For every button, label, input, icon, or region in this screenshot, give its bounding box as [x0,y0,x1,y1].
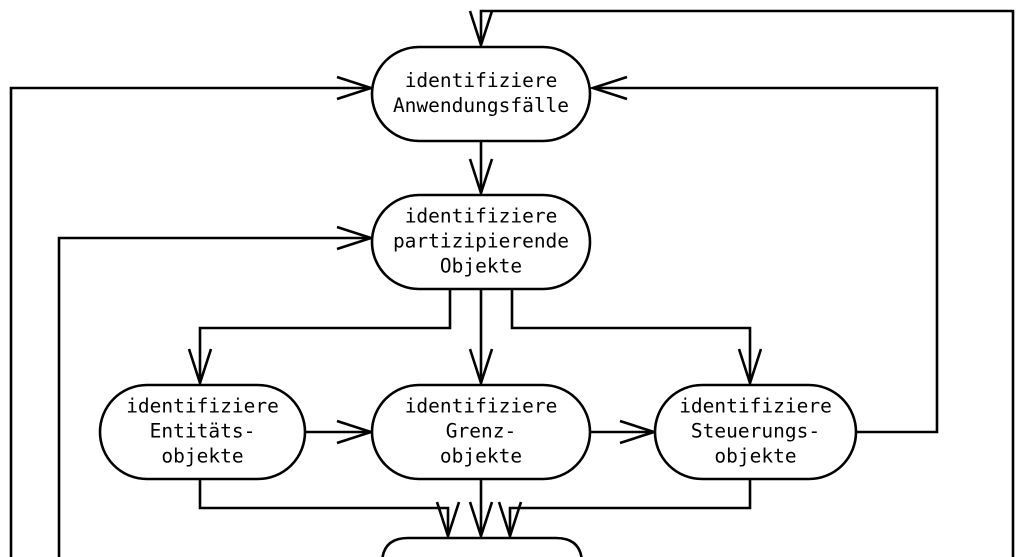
identifiziere-grenzobjekte-label-line-3: objekte [440,445,522,468]
identifiziere-steuerungsobjekte-label-line-2: Steuerungs- [691,420,820,443]
identifiziere-anwendungsfaelle-shape [370,45,592,143]
edge-offscreen-right-to-anwendungsfaelle-top [468,9,1015,557]
identifiziere-partizipierende-objekte-label-line-2: partizipierende [393,230,569,253]
identifiziere-partizipierende-objekte-label-line-1: identifiziere [405,205,558,228]
identifiziere-anwendungsfaelle-label-line-2: Anwendungsfälle [393,94,569,117]
edge-entitaetsobjekte-to-bottom-line [198,479,450,535]
edge-offscreen-right-to-anwendungsfaelle-top-arrowhead [468,10,494,50]
edge-offscreen-left-outer-to-anwendungsfaelle [9,75,376,557]
edge-steuerungsobjekte-feedback-to-anwendungsfaelle-line [594,86,939,434]
identifiziere-grenzobjekte-label-line-1: identifiziere [405,395,558,418]
identifiziere-steuerungsobjekte-label-line-3: objekte [714,445,796,468]
edge-grenzobjekte-to-steuerungsobjekte [590,419,659,445]
edge-entitaetsobjekte-to-bottom [198,479,461,541]
edge-steuerungsobjekte-feedback-to-anwendungsfaelle-arrowhead [588,75,628,101]
edge-anwendungsfaelle-to-partizipierende-arrowhead [468,158,494,198]
edge-partizipierende-to-entitaetsobjekte-arrowhead [187,348,213,388]
identifiziere-entitaetsobjekte-label-line-2: Entitäts- [150,420,256,443]
edge-offscreen-left-outer-to-anwendungsfaelle-line [9,86,370,557]
edge-anwendungsfaelle-to-partizipierende [468,141,494,198]
identifiziere-steuerungsobjekte-label-line-1: identifiziere [679,395,832,418]
edge-partizipierende-to-entitaetsobjekte-line [198,289,452,382]
identifiziere-steuerungsobjekte-shape [653,383,858,481]
identifiziere-partizipierende-objekte-shape [370,193,592,291]
edge-entitaetsobjekte-to-bottom-arrowhead [435,501,461,541]
identifiziere-partizipierende-objekte-label-line-3: Objekte [440,255,522,278]
identifiziere-grenzobjekte-shape [370,383,592,481]
edges-layer [9,9,1015,557]
bottom-node-cropped-shape [381,536,583,557]
identifiziere-grenzobjekte-label-line-2: Grenz- [446,420,516,443]
edge-grenzobjekte-to-bottom [468,479,494,541]
edge-steuerungsobjekte-feedback-to-anwendungsfaelle [588,75,939,434]
edge-partizipierende-to-entitaetsobjekte [187,289,452,388]
identifiziere-entitaetsobjekte-label-line-1: identifiziere [126,395,279,418]
edge-steuerungsobjekte-to-bottom [497,479,752,541]
edge-partizipierende-to-steuerungsobjekte-line [510,289,752,382]
edge-partizipierende-to-steuerungsobjekte [510,289,763,388]
edge-offscreen-right-to-anwendungsfaelle-top-line [479,9,1015,557]
edge-entitaetsobjekte-to-grenzobjekte [305,419,376,445]
edge-partizipierende-to-steuerungsobjekte-arrowhead [737,348,763,388]
nodes-layer: identifiziereAnwendungsfälleidentifizier… [98,45,858,557]
edge-offscreen-left-outer-to-anwendungsfaelle-arrowhead [336,75,376,101]
edge-steuerungsobjekte-to-bottom-line [508,479,752,535]
bottom-node-cropped[interactable] [381,536,583,557]
identifiziere-entitaetsobjekte-shape [98,383,307,481]
identifiziere-anwendungsfaelle-label-line-1: identifiziere [405,69,558,92]
edge-partizipierende-to-grenzobjekte [468,289,494,388]
edge-partizipierende-to-grenzobjekte-arrowhead [468,348,494,388]
edge-grenzobjekte-to-bottom-arrowhead [468,501,494,541]
edge-steuerungsobjekte-to-bottom-arrowhead [497,501,523,541]
edge-offscreen-left-inner-to-partizipierende-line [57,236,370,557]
identifiziere-entitaetsobjekte-label-line-3: objekte [161,445,243,468]
